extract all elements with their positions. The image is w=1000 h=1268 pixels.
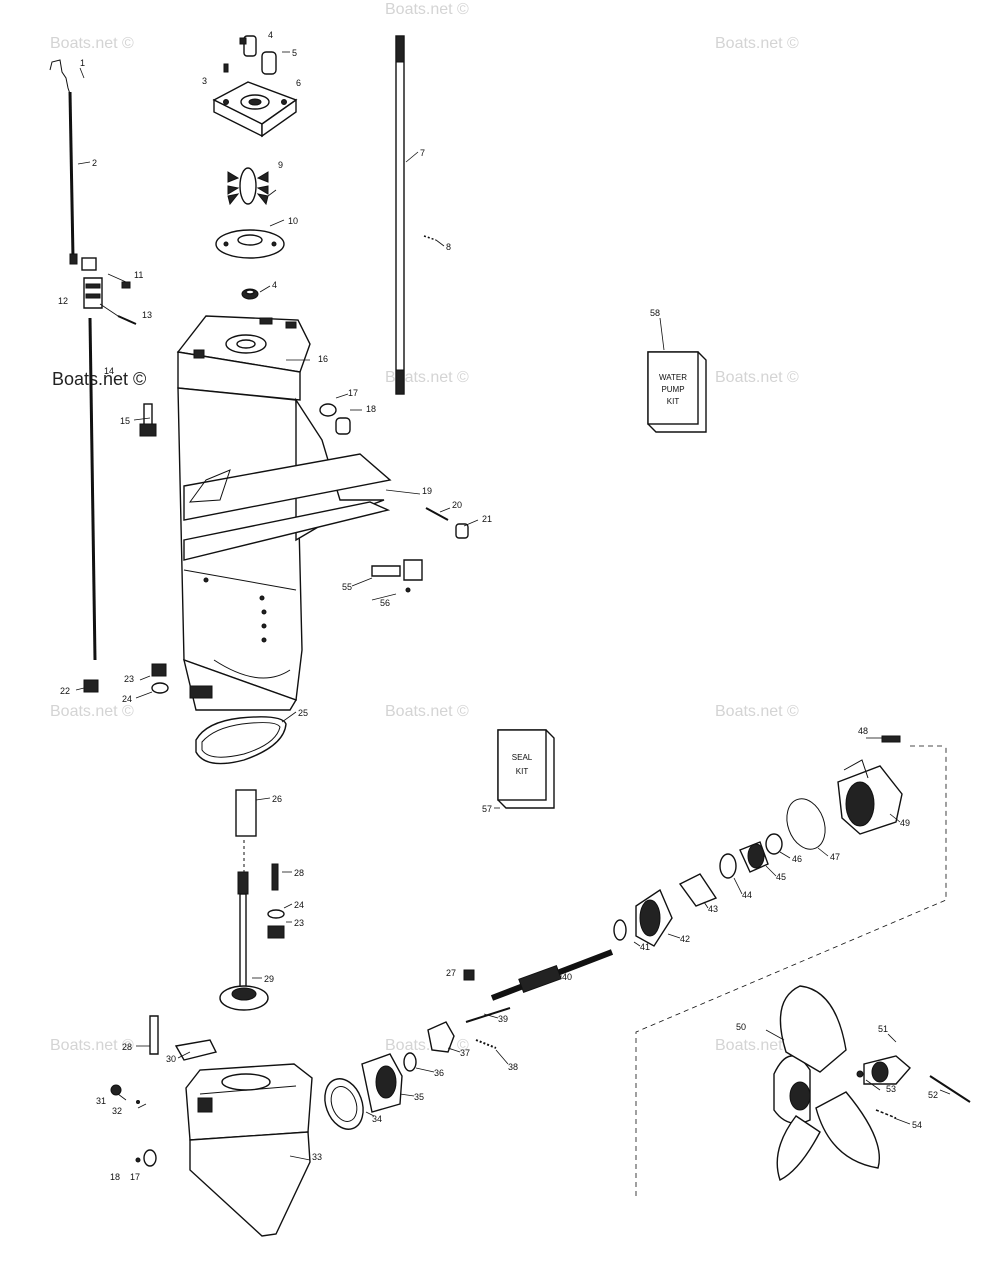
- callout-label: 49: [900, 818, 910, 828]
- fasteners-upper: [83, 403, 469, 694]
- kit-label-line: KIT: [516, 767, 529, 776]
- callout-label: 17: [130, 1172, 140, 1182]
- callout-label: 9: [278, 160, 283, 170]
- callout-label: 31: [96, 1096, 106, 1106]
- callout-label: 47: [830, 852, 840, 862]
- callout-label: 38: [508, 1062, 518, 1072]
- kit-label-line: SEAL: [512, 753, 533, 762]
- callout-label: 22: [60, 686, 70, 696]
- callout-label: 2: [92, 158, 97, 168]
- callout-label: 28: [294, 868, 304, 878]
- watermark: Boats.net ©: [52, 369, 146, 389]
- watermark: Boats.net ©: [715, 369, 799, 386]
- callout-label: 20: [452, 500, 462, 510]
- callout-label: 3: [202, 76, 207, 86]
- propeller-group: [635, 745, 971, 1196]
- callout-label: 18: [110, 1172, 120, 1182]
- callout-label: 1: [80, 58, 85, 68]
- callout-label: 17: [348, 388, 358, 398]
- callout-label: 55: [342, 582, 352, 592]
- callout-label: 57: [482, 804, 492, 814]
- watermark: Boats.net ©: [50, 1037, 134, 1054]
- callout-label: 52: [928, 1090, 938, 1100]
- watermark: Boats.net ©: [385, 369, 469, 386]
- kit-label-line: KIT: [667, 397, 680, 406]
- watermark: Boats.net ©: [50, 35, 134, 52]
- callout-label: 18: [366, 404, 376, 414]
- callout-label: 29: [264, 974, 274, 984]
- callout-label: 32: [112, 1106, 122, 1116]
- callout-label: 33: [312, 1152, 322, 1162]
- gear-housing: [110, 1015, 313, 1237]
- callout-label: 54: [912, 1120, 922, 1130]
- propeller-shaft-train: [324, 735, 903, 1130]
- watermark: Boats.net ©: [385, 1, 469, 18]
- callout-label: 13: [142, 310, 152, 320]
- callout-label: 28: [122, 1042, 132, 1052]
- callout-label: 44: [742, 890, 752, 900]
- callout-label: 5: [292, 48, 297, 58]
- callout-label: 30: [166, 1054, 176, 1064]
- callout-label: 10: [288, 216, 298, 226]
- callout-label: 45: [776, 872, 786, 882]
- shift-rod-assembly: [49, 59, 137, 661]
- kit-label-line: PUMP: [661, 385, 684, 394]
- callout-label: 7: [420, 148, 425, 158]
- callout-label: 50: [736, 1022, 746, 1032]
- callout-label: 24: [294, 900, 304, 910]
- callout-label: 43: [708, 904, 718, 914]
- callout-label: 41: [640, 942, 650, 952]
- callout-label: 6: [296, 78, 301, 88]
- watermark: Boats.net ©: [385, 703, 469, 720]
- callout-label: 35: [414, 1092, 424, 1102]
- callout-label: 4: [272, 280, 277, 290]
- callout-label: 51: [878, 1024, 888, 1034]
- callout-label: 36: [434, 1068, 444, 1078]
- callout-label: 8: [446, 242, 451, 252]
- callout-label: 46: [792, 854, 802, 864]
- callout-label: 53: [886, 1084, 896, 1094]
- drive-shaft-upper: [395, 35, 437, 395]
- watermark: Boats.net ©: [385, 1037, 469, 1054]
- callout-label: 25: [298, 708, 308, 718]
- watermark: Boats.net ©: [50, 703, 134, 720]
- watermarks: Boats.net © Boats.net © Boats.net © Boat…: [50, 1, 799, 1054]
- watermark: Boats.net ©: [715, 35, 799, 52]
- callout-label: 11: [134, 270, 143, 280]
- water-pump-assembly: [212, 35, 298, 300]
- callout-label: 34: [372, 1114, 382, 1124]
- callout-label: 14: [104, 366, 114, 376]
- callout-label: 21: [482, 514, 492, 524]
- callout-label: 26: [272, 794, 282, 804]
- callout-label: 4: [268, 30, 273, 40]
- seal-kit-box: SEAL KIT: [497, 729, 555, 809]
- callout-label: 40: [562, 972, 572, 982]
- callout-label: 27: [446, 968, 456, 978]
- impeller-icon: [227, 167, 269, 206]
- callout-label: 23: [294, 918, 304, 928]
- drive-shaft-lower: [219, 789, 285, 1011]
- drive-shaft-housing: [176, 315, 392, 711]
- callout-labels: 1 2 3 4 5 6 7 8 9 10 4 11 12 13 14 15 16…: [58, 30, 938, 1182]
- callout-label: 23: [124, 674, 134, 684]
- callout-label: 58: [650, 308, 660, 318]
- kit-label-line: WATER: [659, 373, 687, 382]
- callout-label: 24: [122, 694, 132, 704]
- callout-label: 37: [460, 1048, 470, 1058]
- callout-label: 19: [422, 486, 432, 496]
- watermark: Boats.net ©: [715, 703, 799, 720]
- callout-label: 39: [498, 1014, 508, 1024]
- water-pump-kit-box: WATER PUMP KIT: [647, 351, 707, 433]
- watermark: Boats.net ©: [715, 1037, 799, 1054]
- callout-label: 12: [58, 296, 68, 306]
- gasket: [195, 716, 287, 765]
- leader-lines: [75, 51, 951, 1161]
- callout-label: 48: [858, 726, 868, 736]
- callout-label: 16: [318, 354, 328, 364]
- callout-label: 56: [380, 598, 390, 608]
- callout-label: 42: [680, 934, 690, 944]
- callout-label: 15: [120, 416, 130, 426]
